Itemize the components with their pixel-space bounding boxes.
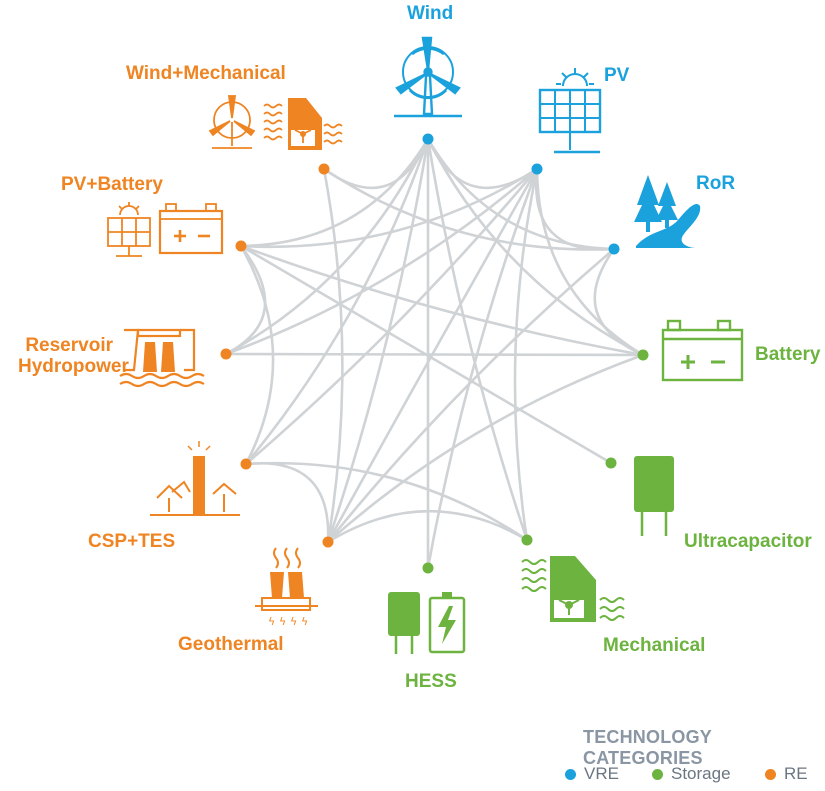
node-label-pv: PV (604, 65, 630, 86)
node-label-wind: Wind (407, 3, 454, 24)
node-label-reservoir-line2: Hydropower (18, 356, 129, 377)
node-label-mechanical: Mechanical (603, 635, 706, 656)
node-dot-wind_mechanical (318, 163, 330, 175)
node-dot-hess (422, 562, 434, 574)
hess-icon (388, 592, 466, 654)
connection-links (225, 138, 644, 569)
connection-nodes (220, 133, 649, 574)
legend-dot-re (765, 768, 776, 780)
link-pv-csp_tes (245, 168, 538, 465)
svg-text:ϟ: ϟ (290, 615, 297, 628)
link-ror-geothermal (326, 248, 615, 543)
node-label-battery: Battery (755, 344, 821, 365)
legend-label-vre: VRE (584, 764, 619, 783)
link-pv-hess (426, 168, 539, 569)
dam-icon (119, 328, 205, 388)
link-ror-wind_mechanical (323, 167, 615, 251)
link-geothermal-wind_mechanical (322, 168, 344, 543)
node-dot-battery (637, 349, 649, 361)
link-battery-pv_battery (240, 244, 644, 357)
link-wind-reservoir (225, 138, 430, 356)
csp-tower-icon (150, 441, 240, 516)
node-label-pv-battery: PV+Battery (61, 174, 163, 195)
link-wind-battery (426, 138, 644, 357)
node-label-csp-tes: CSP+TES (88, 531, 176, 552)
legend-dot-storage (652, 768, 663, 780)
legend-label-re: RE (784, 764, 808, 783)
link-wind-ror (426, 138, 615, 251)
legend-label-storage: Storage (671, 764, 731, 783)
legend-dot-vre (565, 768, 576, 780)
node-dot-csp_tes (240, 458, 252, 470)
node-dot-ultracapacitor (605, 457, 617, 469)
link-mechanical-csp_tes (245, 461, 528, 542)
node-dot-pv (531, 163, 543, 175)
solar-panel-icon (538, 68, 602, 154)
svg-text:ϟ: ϟ (268, 615, 275, 628)
node-label-geothermal: Geothermal (178, 634, 284, 655)
node-label-hess: HESS (405, 671, 457, 692)
link-geothermal-csp_tes (245, 461, 330, 543)
link-pv-pv_battery (240, 167, 538, 249)
link-wind-mechanical (426, 138, 529, 541)
legend-item-re: RE (765, 764, 808, 784)
link-mechanical-geothermal (327, 510, 528, 544)
legend-title: TECHNOLOGY CATEGORIES (583, 727, 712, 768)
node-label-wind-mechanical: Wind+Mechanical (126, 63, 286, 84)
link-reservoir-pv_battery (225, 245, 267, 356)
node-dot-ror (608, 243, 620, 255)
mechanical-storage-icon (521, 556, 625, 622)
ultracapacitor-icon (634, 456, 674, 536)
node-dot-geothermal (322, 536, 334, 548)
link-ror-battery (593, 248, 644, 357)
link-pv-battery (535, 168, 644, 357)
battery-icon (661, 319, 744, 382)
svg-text:ϟ: ϟ (279, 615, 286, 628)
node-dot-mechanical (521, 534, 533, 546)
river-trees-icon (634, 175, 701, 248)
node-label-reservoir-hydropower: Reservoir Hydropower (18, 335, 129, 377)
link-wind-geothermal (326, 138, 430, 543)
link-battery-reservoir (225, 352, 644, 357)
node-dot-wind (422, 133, 434, 145)
svg-text:ϟ: ϟ (301, 615, 308, 628)
node-label-reservoir-line1: Reservoir (25, 335, 113, 356)
link-battery-geothermal (327, 353, 644, 543)
wind-mechanical-icon (208, 95, 343, 150)
wind-turbine-icon (394, 36, 462, 118)
legend-item-vre: VRE (565, 764, 619, 784)
pv-battery-icon (107, 202, 224, 257)
link-csp_tes-pv_battery (239, 245, 275, 465)
legend-item-storage: Storage (652, 764, 731, 784)
node-label-ultracapacitor: Ultracapacitor (684, 531, 812, 552)
node-label-ror: RoR (696, 173, 736, 194)
node-dot-reservoir (220, 348, 232, 360)
node-dot-pv_battery (235, 240, 247, 252)
link-ultracapacitor-pv_battery (240, 244, 612, 465)
link-wind-pv_battery (240, 138, 430, 248)
